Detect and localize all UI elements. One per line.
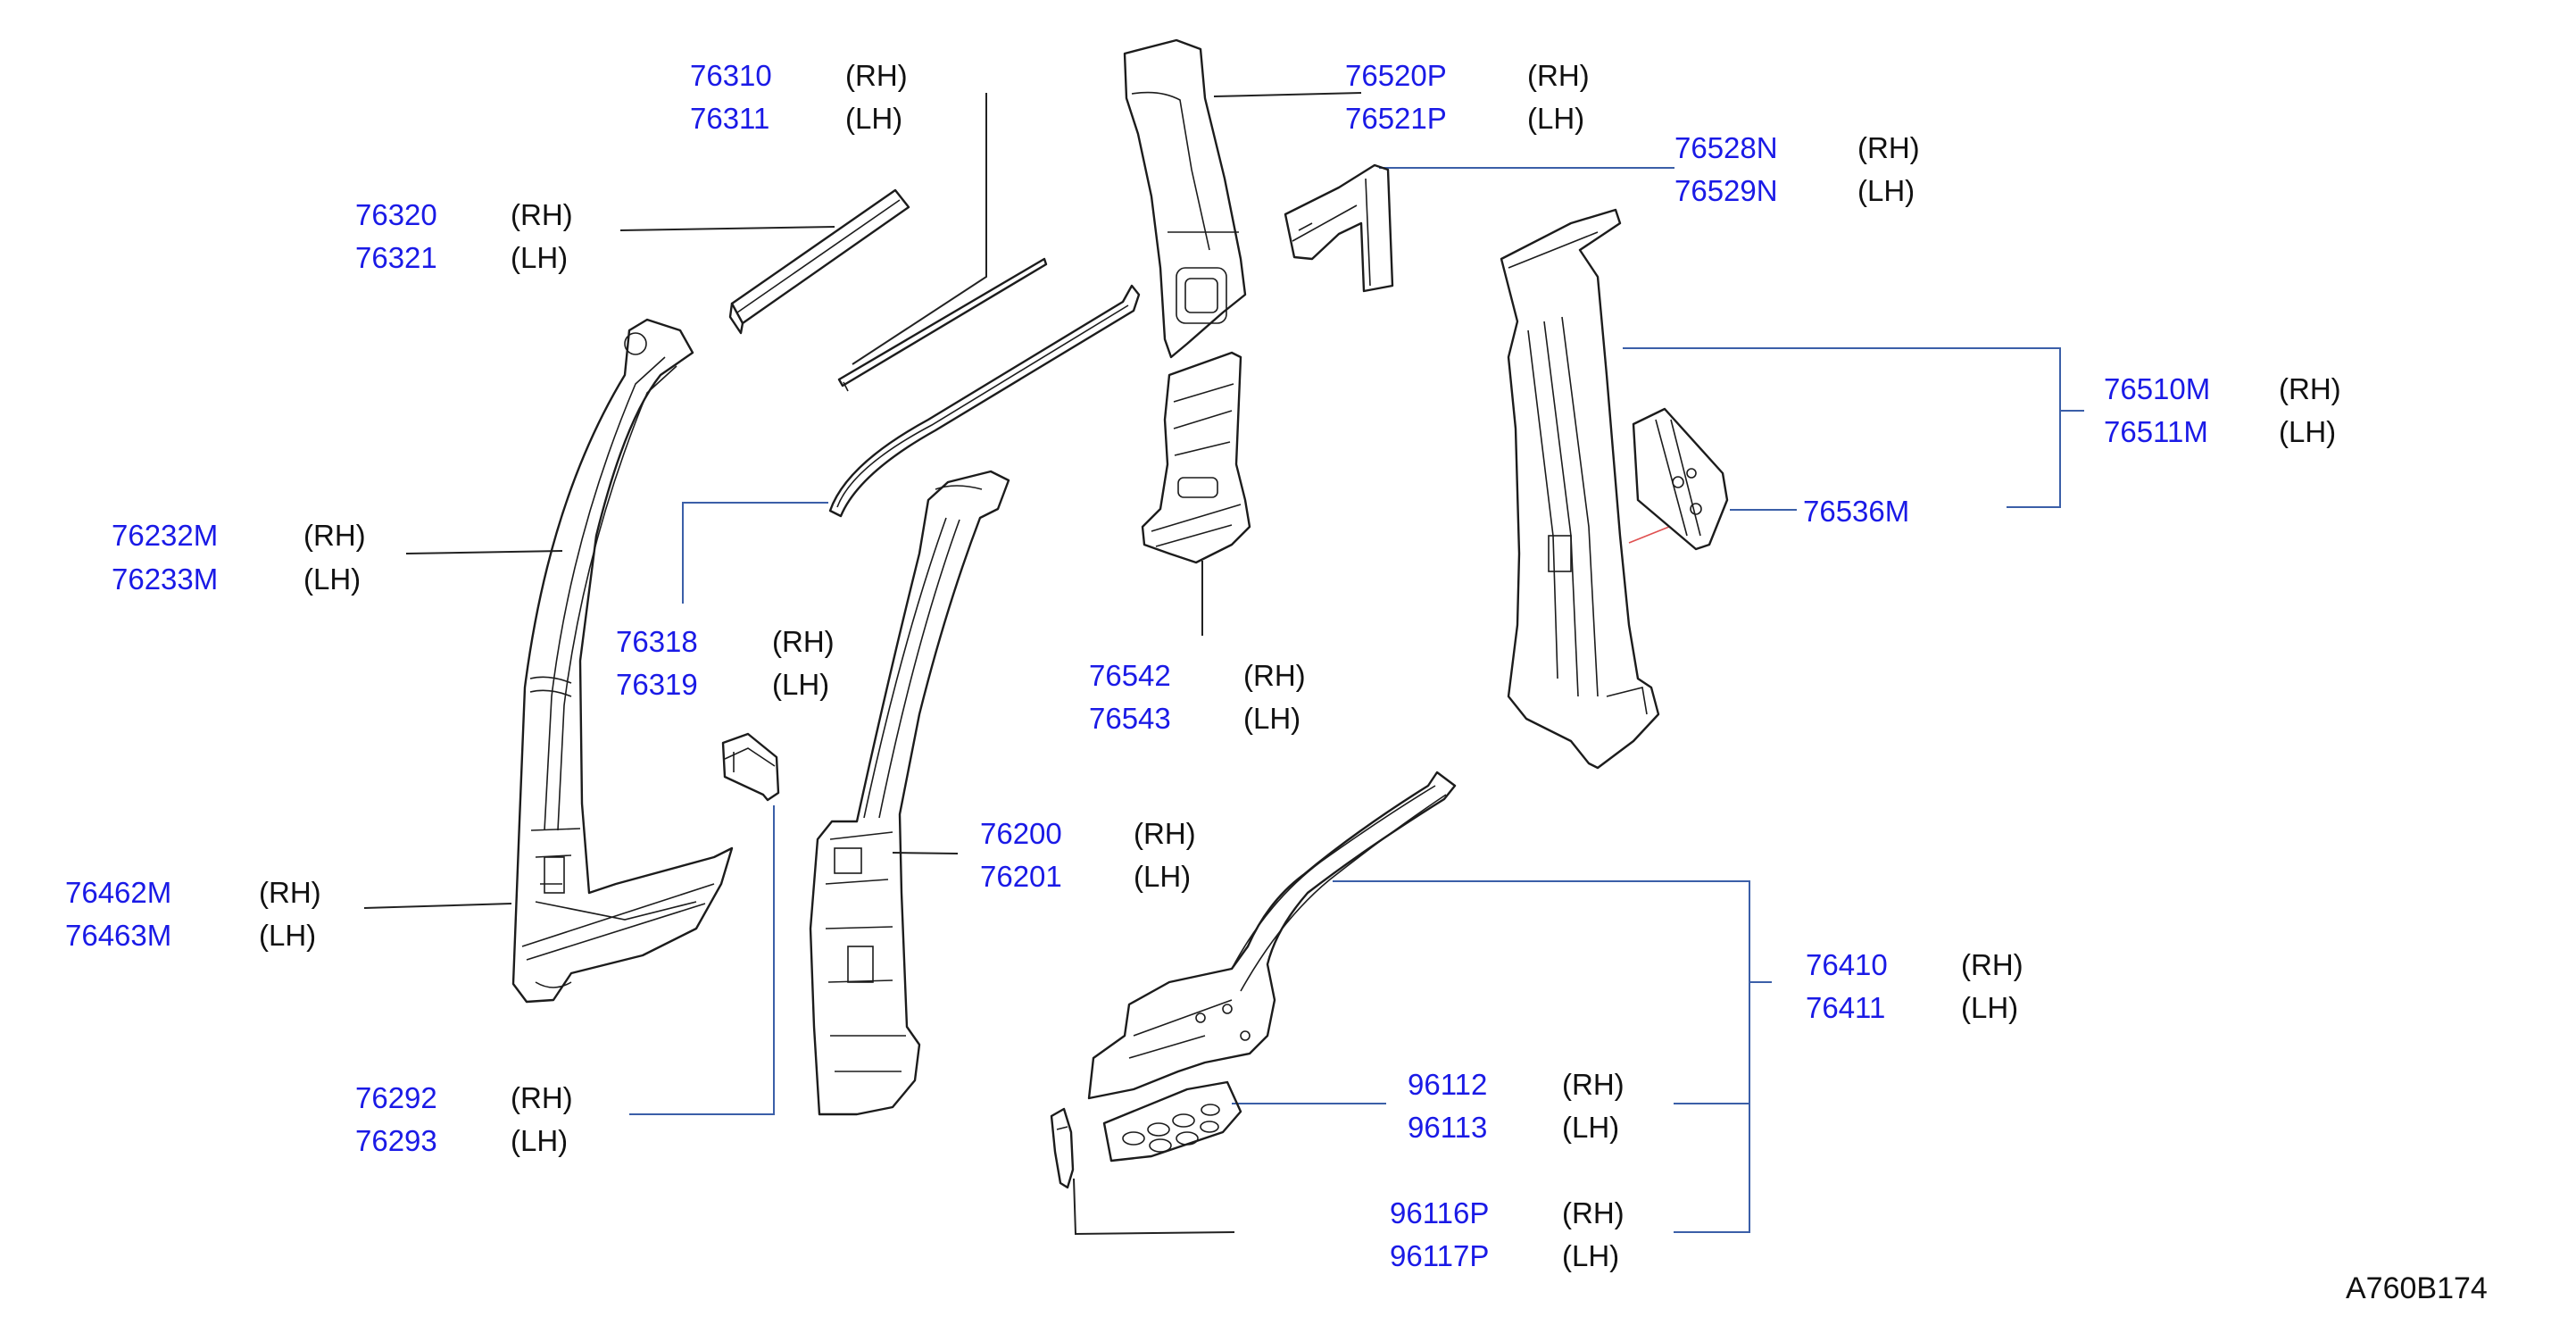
part-76536m-drawing: [1632, 407, 1729, 551]
label-side: (RH): [511, 1081, 573, 1114]
label-side: (RH): [1243, 659, 1306, 692]
label-side: (LH): [1527, 102, 1584, 135]
label-number: 96117P: [1390, 1239, 1489, 1272]
label-side: (LH): [1243, 702, 1300, 735]
label-side: (LH): [303, 562, 361, 596]
leader-76520p: [1213, 92, 1362, 97]
label-number: 76462M: [65, 876, 171, 909]
label-number: 76293: [355, 1124, 437, 1157]
leader-76320: [619, 226, 835, 231]
part-76318-drawing: [828, 284, 1141, 518]
part-76200-drawing: [809, 470, 1010, 1116]
leader-76232m: [405, 550, 563, 554]
label-side: (RH): [845, 59, 908, 92]
leader-76200: [892, 852, 959, 854]
label-number: 76521P: [1345, 102, 1447, 135]
label-side: (LH): [1562, 1111, 1619, 1144]
label-side: (RH): [303, 519, 366, 552]
label-number: 76543: [1089, 702, 1171, 735]
part-76510m-drawing: [1500, 208, 1660, 770]
label-number: 76542: [1089, 659, 1171, 692]
label-side: (LH): [1562, 1239, 1619, 1272]
label-side: (LH): [511, 1124, 568, 1157]
label-number: 76536M: [1803, 495, 1909, 528]
label-number: 96112: [1408, 1068, 1487, 1101]
label-side: (RH): [1857, 131, 1920, 164]
label-side: (RH): [2279, 372, 2341, 405]
label-number: 96116P: [1390, 1196, 1489, 1229]
part-76528n-drawing: [1284, 163, 1394, 293]
leader-lines: [363, 92, 2084, 1236]
part-76320-drawing: [728, 188, 910, 335]
label-side: (RH): [1527, 59, 1590, 92]
label-number: 76292: [355, 1081, 437, 1114]
label-side: (LH): [259, 919, 316, 952]
part-76520p-drawing: [1123, 38, 1247, 359]
part-76310-drawing: [837, 257, 1048, 392]
part-drawings: [511, 38, 1729, 1189]
label-side: (RH): [1134, 817, 1196, 850]
part-labels: 76310 (RH) 76311 (LH) 76320 (RH) 76321 (…: [65, 59, 2488, 1305]
leader-76510m: [1623, 347, 2061, 508]
leader-76410: [1333, 880, 1750, 1233]
label-side: (RH): [1961, 948, 2023, 981]
label-side: (LH): [2279, 415, 2336, 448]
label-number: 76529N: [1674, 174, 1778, 207]
part-96116p-drawing: [1050, 1107, 1075, 1189]
leader-76536m-red: [1628, 526, 1670, 544]
label-number: 76201: [980, 860, 1062, 893]
label-side: (LH): [1134, 860, 1191, 893]
label-side: (LH): [1961, 991, 2018, 1024]
label-number: 76232M: [112, 519, 218, 552]
part-96112-drawing: [1102, 1080, 1242, 1162]
part-76542-drawing: [1141, 351, 1251, 564]
label-side: (RH): [259, 876, 321, 909]
label-number: 76410: [1806, 948, 1888, 981]
part-76232m-drawing: [511, 318, 734, 1004]
label-number: 76528N: [1674, 131, 1778, 164]
label-number: 96113: [1408, 1111, 1487, 1144]
label-number: 76520P: [1345, 59, 1447, 92]
label-number: 76310: [690, 59, 772, 92]
label-number: 76411: [1806, 991, 1885, 1024]
label-number: 76511M: [2104, 415, 2208, 448]
label-side: (RH): [511, 198, 573, 231]
label-number: 76321: [355, 241, 437, 274]
label-side: (RH): [1562, 1196, 1625, 1229]
label-side: (LH): [511, 241, 568, 274]
label-number: 76319: [616, 668, 698, 701]
label-number: 76233M: [112, 562, 218, 596]
label-number: 76463M: [65, 919, 171, 952]
leader-76292: [629, 805, 775, 1115]
leader-76462m: [363, 903, 512, 909]
label-side: (LH): [845, 102, 902, 135]
part-76292-drawing: [721, 732, 780, 802]
label-side: (RH): [772, 625, 835, 658]
label-side: (LH): [772, 668, 829, 701]
label-number: 76510M: [2104, 372, 2210, 405]
label-side: (LH): [1857, 174, 1915, 207]
label-number: 76200: [980, 817, 1062, 850]
label-number: 76320: [355, 198, 437, 231]
part-76462m-drawing: [521, 883, 715, 988]
leader-76310: [852, 93, 987, 365]
diagram-code: A760B174: [2346, 1271, 2488, 1305]
part-76410-drawing: [1087, 771, 1457, 1100]
leader-76318: [682, 502, 828, 604]
label-number: 76318: [616, 625, 698, 658]
label-side: (RH): [1562, 1068, 1625, 1101]
label-number: 76311: [690, 102, 769, 135]
leader-96116p: [1073, 1178, 1235, 1236]
